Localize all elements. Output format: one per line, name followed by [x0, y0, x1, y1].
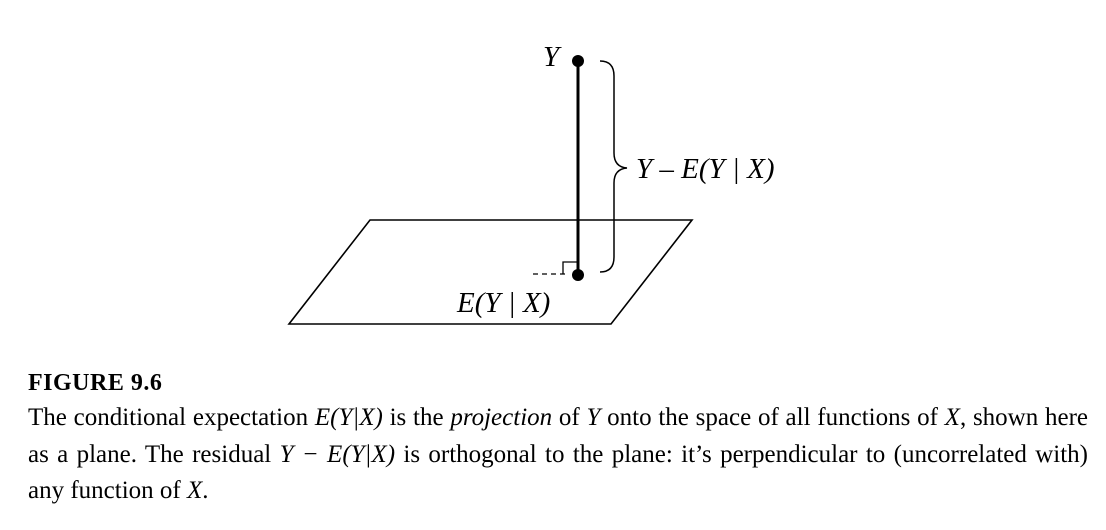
- point-y: [572, 55, 584, 67]
- point-projection: [572, 269, 584, 281]
- projection-diagram: Y Y – E(Y | X) E(Y | X): [287, 41, 774, 325]
- label-projection: E(Y | X): [456, 287, 550, 319]
- residual-brace: [599, 60, 628, 273]
- caption-text: The conditional expectation E(Y|X) is th…: [28, 404, 1089, 504]
- label-y: Y: [543, 41, 562, 73]
- function-space-plane: [287, 219, 694, 325]
- label-residual: Y – E(Y | X): [636, 153, 774, 185]
- right-angle-marker: [562, 261, 578, 274]
- figure-title: FIGURE 9.6: [28, 370, 163, 396]
- figure-caption: FIGURE 9.6 The conditional expectation E…: [28, 366, 1088, 510]
